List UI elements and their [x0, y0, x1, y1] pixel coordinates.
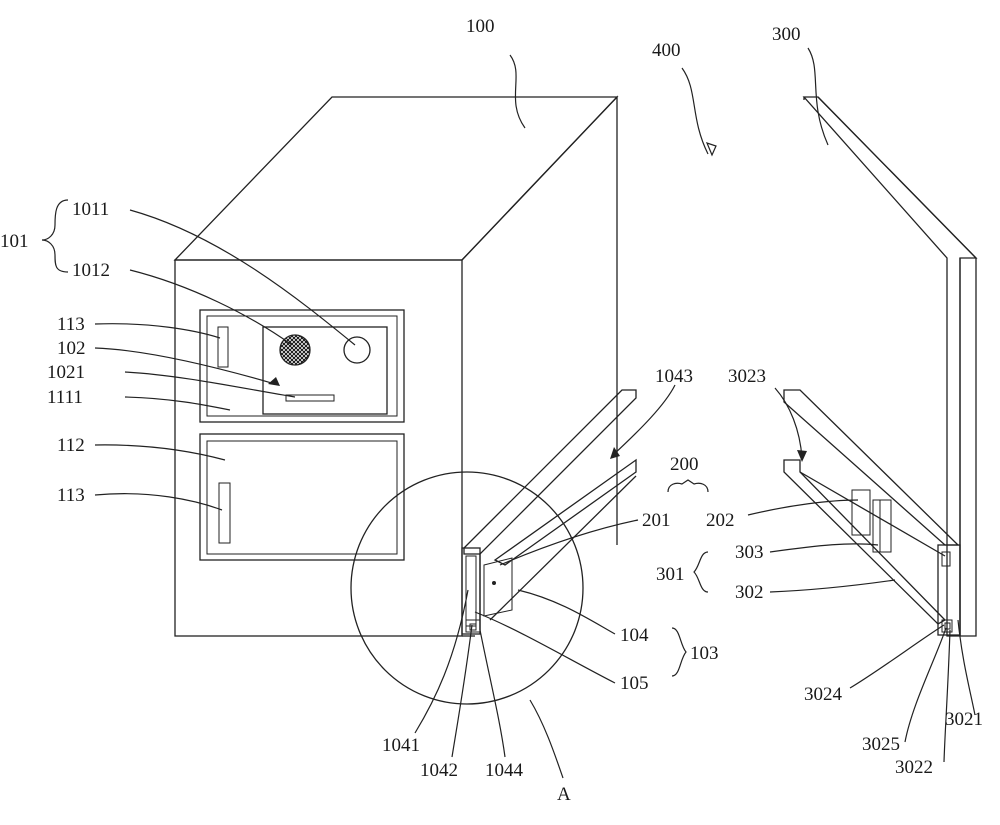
label-103: 103 — [690, 643, 719, 664]
label-113-lower: 113 — [57, 485, 85, 506]
detail-circle-A — [351, 472, 583, 704]
right-rail-assembly — [784, 390, 960, 635]
label-1111: 1111 — [47, 387, 83, 408]
label-1043: 1043 — [655, 366, 693, 387]
knob-icon — [344, 337, 370, 363]
label-302: 302 — [735, 582, 764, 603]
label-400: 400 — [652, 40, 681, 61]
leader-lines — [95, 48, 975, 778]
label-3023: 3023 — [728, 366, 766, 387]
upper-compartment — [200, 310, 404, 422]
label-105: 105 — [620, 673, 649, 694]
label-1041: 1041 — [382, 735, 420, 756]
label-3024: 3024 — [804, 684, 843, 705]
label-301: 301 — [656, 564, 685, 585]
slot-1021 — [286, 395, 334, 401]
label-1011: 1011 — [72, 199, 109, 220]
label-112: 112 — [57, 435, 85, 456]
label-3025: 3025 — [862, 734, 900, 755]
label-A: A — [557, 784, 571, 805]
label-303: 303 — [735, 542, 764, 563]
label-1044: 1044 — [485, 760, 524, 781]
label-104: 104 — [620, 625, 649, 646]
handle-113-upper — [218, 327, 228, 367]
label-3021: 3021 — [945, 709, 983, 730]
label-202: 202 — [706, 510, 735, 531]
label-102: 102 — [57, 338, 86, 359]
label-101: 101 — [0, 231, 29, 252]
cabinet-body — [175, 97, 617, 636]
left-rail-assembly — [462, 390, 636, 634]
label-1042: 1042 — [420, 760, 458, 781]
label-113-upper: 113 — [57, 314, 85, 335]
label-100: 100 — [466, 16, 495, 37]
label-1012: 1012 — [72, 260, 110, 281]
handle-113-lower — [219, 483, 230, 543]
label-1021: 1021 — [47, 362, 85, 383]
brace-101 — [42, 200, 68, 272]
label-300: 300 — [772, 24, 801, 45]
lower-compartment — [200, 434, 404, 560]
label-3022: 3022 — [895, 757, 933, 778]
label-201: 201 — [642, 510, 671, 531]
label-200: 200 — [670, 454, 699, 475]
